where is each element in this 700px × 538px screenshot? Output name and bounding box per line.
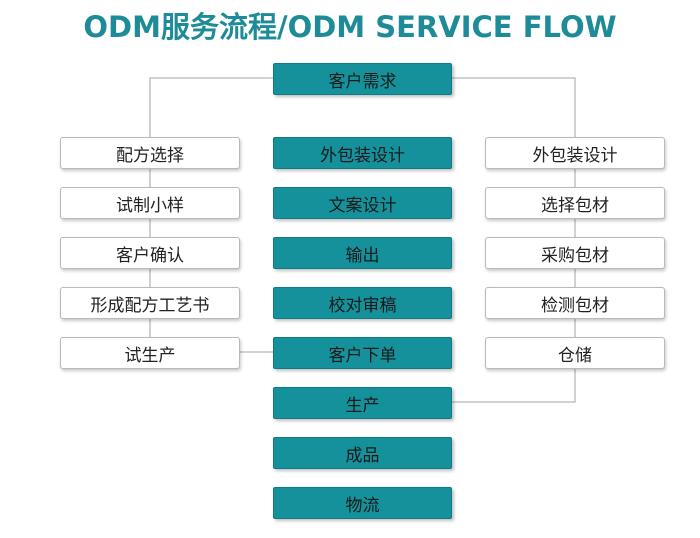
left-step-process-document: 形成配方工艺书 — [60, 287, 240, 319]
center-step-logistics: 物流 — [273, 487, 452, 519]
center-step-copy-design: 文案设计 — [273, 187, 452, 219]
right-step-inspect-material: 检测包材 — [485, 287, 665, 319]
right-step-select-material: 选择包材 — [485, 187, 665, 219]
center-step-production: 生产 — [273, 387, 452, 419]
connector-top-left — [149, 77, 273, 137]
center-step-proofread: 校对审稿 — [273, 287, 452, 319]
connector-top-right — [452, 77, 576, 137]
right-step-package-design: 外包装设计 — [485, 137, 665, 169]
center-step-finished-product: 成品 — [273, 437, 452, 469]
left-step-trial-production: 试生产 — [60, 337, 240, 369]
left-step-sample-trial: 试制小样 — [60, 187, 240, 219]
center-step-requirement: 客户需求 — [273, 63, 452, 95]
center-step-package-design: 外包装设计 — [273, 137, 452, 169]
right-step-storage: 仓储 — [485, 337, 665, 369]
connector-storage-to-production — [452, 369, 576, 403]
left-step-customer-confirm: 客户确认 — [60, 237, 240, 269]
center-step-place-order: 客户下单 — [273, 337, 452, 369]
diagram-title: ODM服务流程/ODM SERVICE FLOW — [83, 10, 617, 44]
center-step-output: 输出 — [273, 237, 452, 269]
right-step-purchase-material: 采购包材 — [485, 237, 665, 269]
left-step-formula-selection: 配方选择 — [60, 137, 240, 169]
